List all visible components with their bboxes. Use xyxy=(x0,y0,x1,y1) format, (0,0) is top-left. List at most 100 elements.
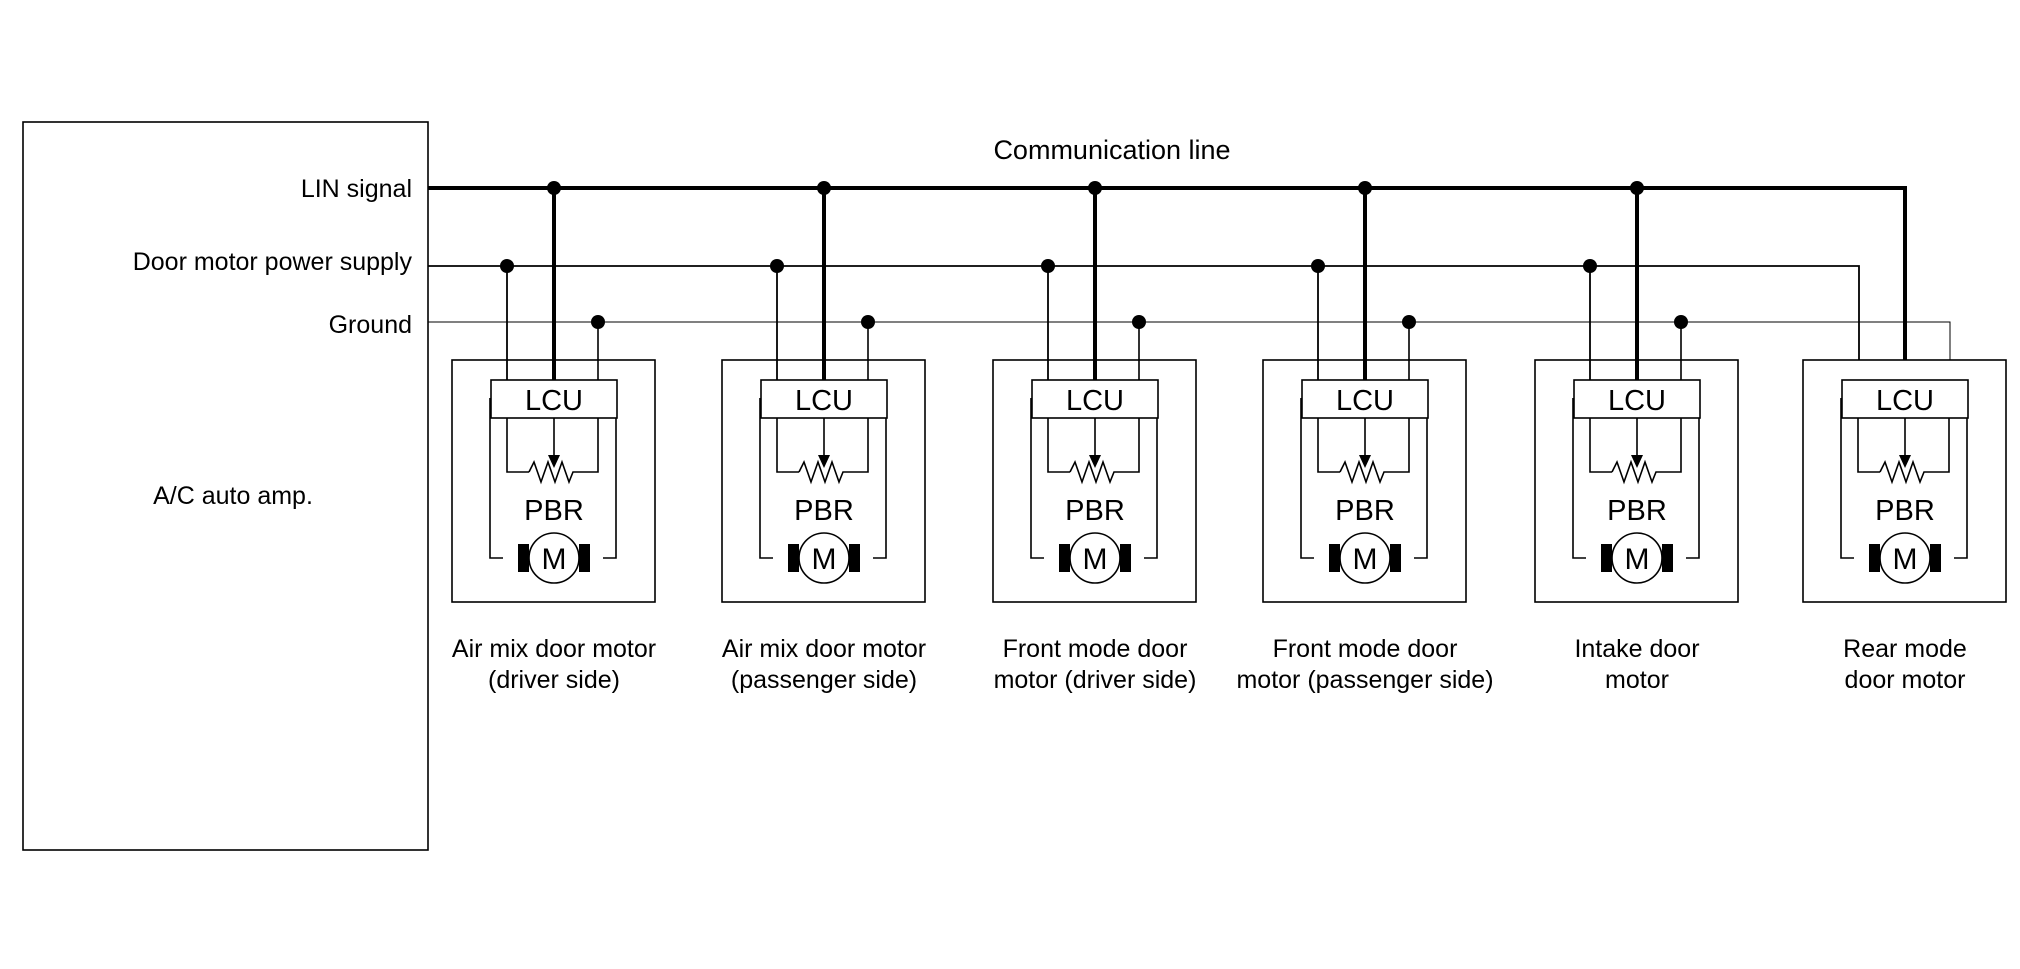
motor-terminal-left-3 xyxy=(1059,544,1070,572)
motor-circle-2 xyxy=(798,532,850,584)
lcu-label-1: LCU xyxy=(525,385,583,417)
module-inner-loop-2 xyxy=(759,398,887,559)
motor-label-4: M xyxy=(1353,543,1378,576)
motor-caption-line2-5: motor xyxy=(1605,666,1669,694)
motor-caption-line1-1: Air mix door motor xyxy=(452,635,656,663)
motor-circle-1 xyxy=(528,532,580,584)
ground-junction-dot-2 xyxy=(861,315,875,329)
power-junction-dot-4 xyxy=(1311,259,1325,273)
motor-label-6: M xyxy=(1893,543,1918,576)
ground-label: Ground xyxy=(329,311,412,339)
pbr-label-6: PBR xyxy=(1875,495,1935,527)
pbr-wiper-arrow-2 xyxy=(818,455,830,468)
pbr-resistor-1 xyxy=(528,459,577,485)
motor-caption-line1-5: Intake door xyxy=(1574,635,1699,663)
motor-terminal-left-6 xyxy=(1869,544,1880,572)
lin-junction-dot-3 xyxy=(1088,181,1102,195)
lin-signal-bus xyxy=(428,186,1907,385)
motor-terminal-left-1 xyxy=(518,544,529,572)
motor-circle-3 xyxy=(1069,532,1121,584)
lin-junction-dot-5 xyxy=(1630,181,1644,195)
motor-circle-6 xyxy=(1879,532,1931,584)
motor-caption-line2-6: door motor xyxy=(1845,666,1966,694)
lcu-label-4: LCU xyxy=(1336,385,1394,417)
power-junction-dot-1 xyxy=(500,259,514,273)
motor-terminal-right-5 xyxy=(1662,544,1673,572)
pbr-resistor-4 xyxy=(1339,459,1388,485)
motor-caption-line2-3: motor (driver side) xyxy=(994,666,1197,694)
pbr-wiper-arrow-6 xyxy=(1899,455,1911,468)
motor-label-5: M xyxy=(1625,543,1650,576)
module-inner-loop-6 xyxy=(1840,398,1968,559)
motor-terminal-right-6 xyxy=(1930,544,1941,572)
motor-caption-line1-2: Air mix door motor xyxy=(722,635,926,663)
pbr-wiper-arrow-5 xyxy=(1631,455,1643,468)
ground-junction-dot-4 xyxy=(1402,315,1416,329)
pbr-wiring-5 xyxy=(1589,418,1682,473)
ac-auto-amp-box xyxy=(22,121,429,851)
pbr-wiper-arrow-4 xyxy=(1359,455,1371,468)
motor-label-1: M xyxy=(542,543,567,576)
motor-caption-line1-4: Front mode door xyxy=(1273,635,1458,663)
ground-junction-dot-3 xyxy=(1132,315,1146,329)
motor-caption-line1-3: Front mode door xyxy=(1003,635,1188,663)
pbr-wiper-arrow-1 xyxy=(548,455,560,468)
motor-caption-line2-1: (driver side) xyxy=(488,666,620,694)
lcu-label-5: LCU xyxy=(1608,385,1666,417)
lcu-box-4 xyxy=(1301,379,1429,419)
pbr-resistor-5 xyxy=(1611,459,1660,485)
lcu-box-2 xyxy=(760,379,888,419)
pbr-wiper-arrow-3 xyxy=(1089,455,1101,468)
ground-junction-dot-5 xyxy=(1674,315,1688,329)
pbr-label-4: PBR xyxy=(1335,495,1395,527)
ground-junction-dot-1 xyxy=(591,315,605,329)
motor-circle-5 xyxy=(1611,532,1663,584)
pbr-wiring-3 xyxy=(1047,418,1140,473)
lcu-box-6 xyxy=(1841,379,1969,419)
pbr-resistor-6 xyxy=(1879,459,1928,485)
lcu-label-2: LCU xyxy=(795,385,853,417)
motor-terminal-left-2 xyxy=(788,544,799,572)
motor-caption-line2-4: motor (passenger side) xyxy=(1236,666,1493,694)
pbr-label-5: PBR xyxy=(1607,495,1667,527)
motor-label-3: M xyxy=(1083,543,1108,576)
pbr-wiring-1 xyxy=(506,418,599,473)
module-inner-loop-5 xyxy=(1572,398,1700,559)
module-inner-loop-3 xyxy=(1030,398,1158,559)
motor-terminal-right-1 xyxy=(579,544,590,572)
power-junction-dot-5 xyxy=(1583,259,1597,273)
motor-circle-4 xyxy=(1339,532,1391,584)
motor-terminal-right-4 xyxy=(1390,544,1401,572)
module-inner-loop-4 xyxy=(1300,398,1428,559)
power-supply-label: Door motor power supply xyxy=(133,248,413,276)
motor-caption-line2-2: (passenger side) xyxy=(731,666,917,694)
pbr-wiring-6 xyxy=(1857,418,1950,473)
pbr-wiring-2 xyxy=(776,418,869,473)
communication-line-title: Communication line xyxy=(993,135,1230,165)
motor-terminal-left-4 xyxy=(1329,544,1340,572)
pbr-resistor-3 xyxy=(1069,459,1118,485)
pbr-label-2: PBR xyxy=(794,495,854,527)
pbr-label-3: PBR xyxy=(1065,495,1125,527)
pbr-resistor-2 xyxy=(798,459,847,485)
power-supply-bus xyxy=(428,265,1860,392)
power-junction-dot-2 xyxy=(770,259,784,273)
lin-junction-dot-2 xyxy=(817,181,831,195)
motor-label-2: M xyxy=(812,543,837,576)
module-inner-loop-1 xyxy=(489,398,617,559)
ac-auto-amp-label: A/C auto amp. xyxy=(153,482,313,510)
motor-caption-line1-6: Rear mode xyxy=(1843,635,1967,663)
motor-terminal-right-3 xyxy=(1120,544,1131,572)
lin-junction-dot-1 xyxy=(547,181,561,195)
lin-junction-dot-4 xyxy=(1358,181,1372,195)
motor-terminal-right-2 xyxy=(849,544,860,572)
lcu-label-3: LCU xyxy=(1066,385,1124,417)
door-motor-modules: PBR LCU M Air mix door motor (driver side) PB… xyxy=(451,181,2007,694)
pbr-label-1: PBR xyxy=(524,495,584,527)
motor-terminal-left-5 xyxy=(1601,544,1612,572)
power-junction-dot-3 xyxy=(1041,259,1055,273)
lcu-label-6: LCU xyxy=(1876,385,1934,417)
pbr-wiring-4 xyxy=(1317,418,1410,473)
lin-signal-label: LIN signal xyxy=(301,175,412,203)
